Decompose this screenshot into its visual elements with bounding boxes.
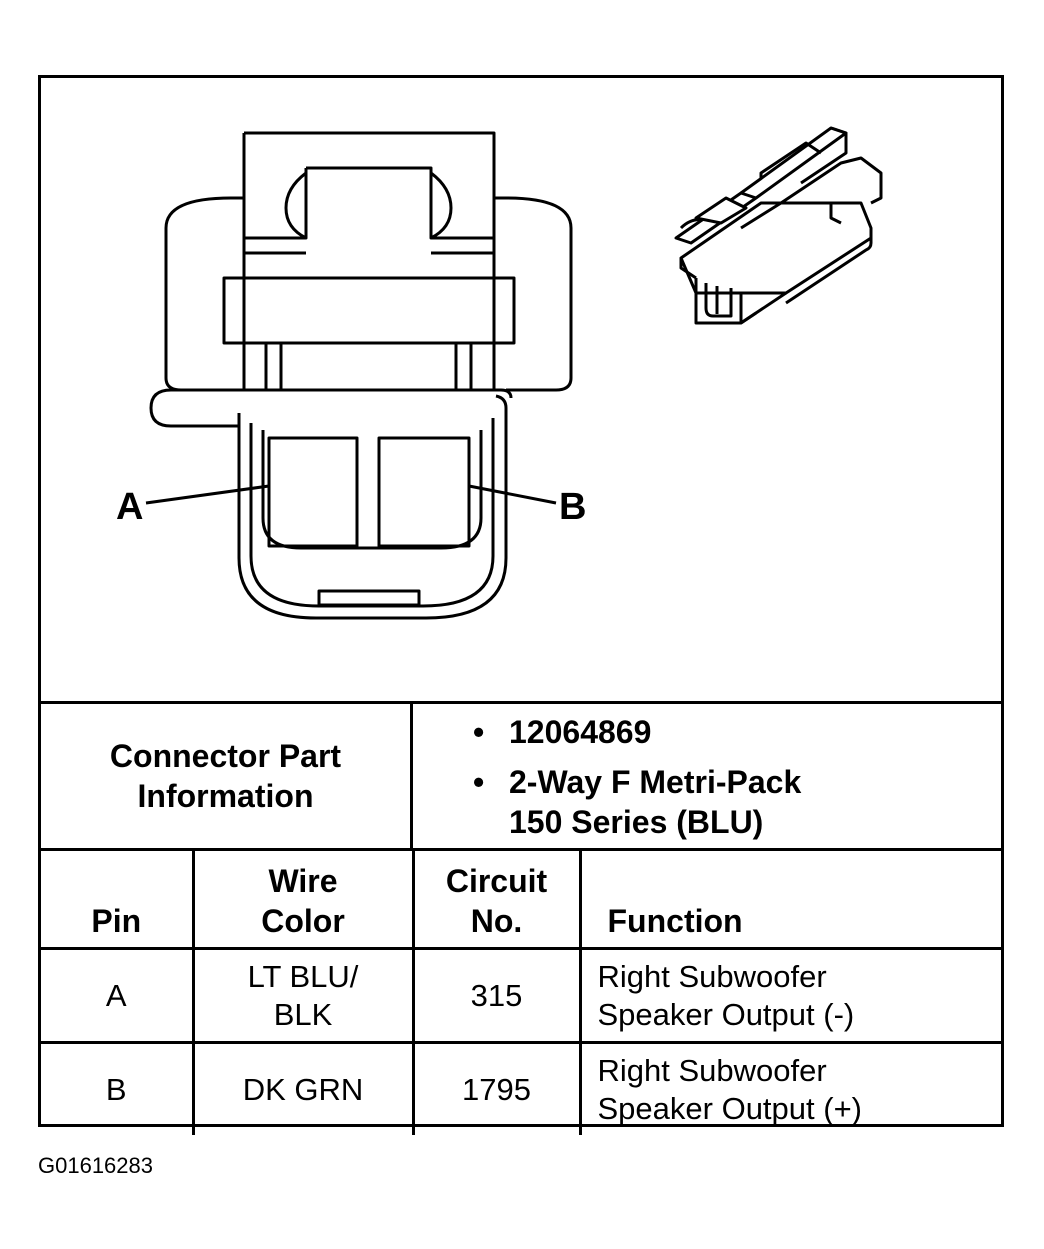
function-header: Function — [578, 848, 1001, 950]
connector-type-item: • 2-Way F Metri-Pack 150 Series (BLU) — [473, 762, 801, 842]
circuit-cell: 315 — [411, 947, 582, 1044]
table-row: B DK GRN 1795 Right Subwoofer Speaker Ou… — [41, 1041, 1001, 1135]
bullet-icon: • — [473, 714, 485, 750]
part-number: 12064869 — [509, 714, 652, 750]
info-label-line-2: Information — [137, 778, 314, 814]
pin-cell: A — [41, 947, 195, 1044]
part-number-item: • 12064869 — [473, 712, 651, 752]
bullet-icon: • — [473, 764, 485, 800]
pin-b-label: B — [559, 486, 587, 528]
circuit-cell: 1795 — [411, 1041, 582, 1135]
wire-color-header: Wire Color — [191, 848, 415, 950]
connector-type-line-2: 150 Series (BLU) — [509, 804, 764, 840]
connector-part-info-row: Connector Part Information • 12064869 • … — [41, 701, 1001, 848]
connector-figure-frame: A B Connector Part Information • 1206486… — [38, 75, 1004, 1135]
pin-cell: B — [41, 1041, 195, 1135]
wire-color-cell: LT BLU/ BLK — [191, 947, 415, 1044]
connector-part-info-label: Connector Part Information — [41, 704, 413, 848]
connector-type-line-1: 2-Way F Metri-Pack — [509, 764, 802, 800]
connector-diagram: A B — [41, 78, 1001, 701]
circuit-header: Circuit No. — [411, 848, 582, 950]
figure-id: G01616283 — [38, 1153, 153, 1178]
pin-table: Pin Wire Color Circuit No. Function A LT… — [41, 848, 1001, 1135]
wire-color-cell: DK GRN — [191, 1041, 415, 1135]
info-label-line-1: Connector Part — [109, 738, 342, 774]
pin-a-label: A — [116, 486, 144, 528]
connector-face-drawing — [145, 126, 883, 620]
function-cell: Right Subwoofer Speaker Output (+) — [578, 1041, 1001, 1135]
pin-header: Pin — [41, 848, 195, 950]
function-cell: Right Subwoofer Speaker Output (-) — [578, 947, 1001, 1044]
table-header-row: Pin Wire Color Circuit No. Function — [41, 848, 1001, 950]
table-row: A LT BLU/ BLK 315 Right Subwoofer Speake… — [41, 947, 1001, 1044]
connector-part-info-list: • 12064869 • 2-Way F Metri-Pack 150 Seri… — [413, 704, 1001, 848]
